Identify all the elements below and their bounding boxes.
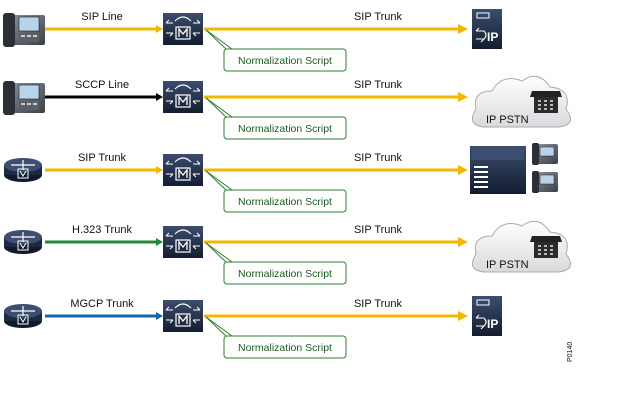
normalization-script-label: Normalization Script <box>238 268 332 280</box>
pstn-cloud-icon: IP PSTN <box>471 220 571 273</box>
left-arrow-head <box>156 93 163 101</box>
right-arrow-head <box>458 24 468 34</box>
normalization-script-box <box>223 48 347 72</box>
ip-phone-icon <box>3 13 45 47</box>
pstn-cloud-icon: IP PSTN <box>471 75 571 128</box>
pstn-label: IP PSTN <box>486 114 529 126</box>
right-arrow-head <box>458 165 468 175</box>
right-arrow-head <box>458 92 468 102</box>
left-link-label: MGCP Trunk <box>70 298 134 310</box>
router-icon <box>4 304 42 328</box>
normalization-script-label: Normalization Script <box>238 123 332 135</box>
left-arrow-head <box>156 312 163 320</box>
router-icon <box>4 230 42 254</box>
router-icon <box>4 158 42 182</box>
left-link-label: SIP Trunk <box>78 152 127 164</box>
right-link-label: SIP Trunk <box>354 79 403 91</box>
right-link-label: SIP Trunk <box>354 152 403 164</box>
pstn-label: IP PSTN <box>486 259 529 271</box>
pbx-system-icon <box>470 143 558 194</box>
sip-server-icon: IP <box>472 296 502 336</box>
callout-pointer <box>205 170 234 191</box>
telephone-icon <box>530 91 562 113</box>
media-gateway-icon <box>163 81 203 113</box>
normalization-script-box <box>223 189 347 213</box>
right-arrow-head <box>458 311 468 321</box>
callout-pointer <box>205 242 234 263</box>
sip-server-icon: IP <box>472 9 502 49</box>
right-link-label: SIP Trunk <box>354 298 403 310</box>
normalization-script-box <box>223 261 347 285</box>
left-link-label: H.323 Trunk <box>72 224 132 236</box>
normalization-script-label: Normalization Script <box>238 196 332 208</box>
server-ip-label: IP <box>487 30 498 44</box>
callout-pointer <box>205 316 234 337</box>
server-ip-label: IP <box>487 317 498 331</box>
left-arrow-head <box>156 25 163 33</box>
right-link-label: SIP Trunk <box>354 11 403 23</box>
figure-id: P0140 <box>567 342 574 362</box>
normalization-script-label: Normalization Script <box>238 55 332 67</box>
normalization-script-box <box>223 116 347 140</box>
desk-phone-icon <box>532 143 558 165</box>
media-gateway-icon <box>163 154 203 186</box>
callout-pointer <box>205 97 234 118</box>
left-link-label: SCCP Line <box>75 79 129 91</box>
right-arrow-head <box>458 237 468 247</box>
right-link-label: SIP Trunk <box>354 224 403 236</box>
ip-phone-icon <box>3 81 45 115</box>
callout-pointer <box>205 29 234 50</box>
media-gateway-icon <box>163 13 203 45</box>
normalization-script-box <box>223 335 347 359</box>
telephone-icon <box>530 236 562 258</box>
media-gateway-icon <box>163 300 203 332</box>
left-arrow-head <box>156 166 163 174</box>
left-link-label: SIP Line <box>81 11 122 23</box>
normalization-script-label: Normalization Script <box>238 342 332 354</box>
desk-phone-icon <box>532 171 558 193</box>
left-arrow-head <box>156 238 163 246</box>
media-gateway-icon <box>163 226 203 258</box>
